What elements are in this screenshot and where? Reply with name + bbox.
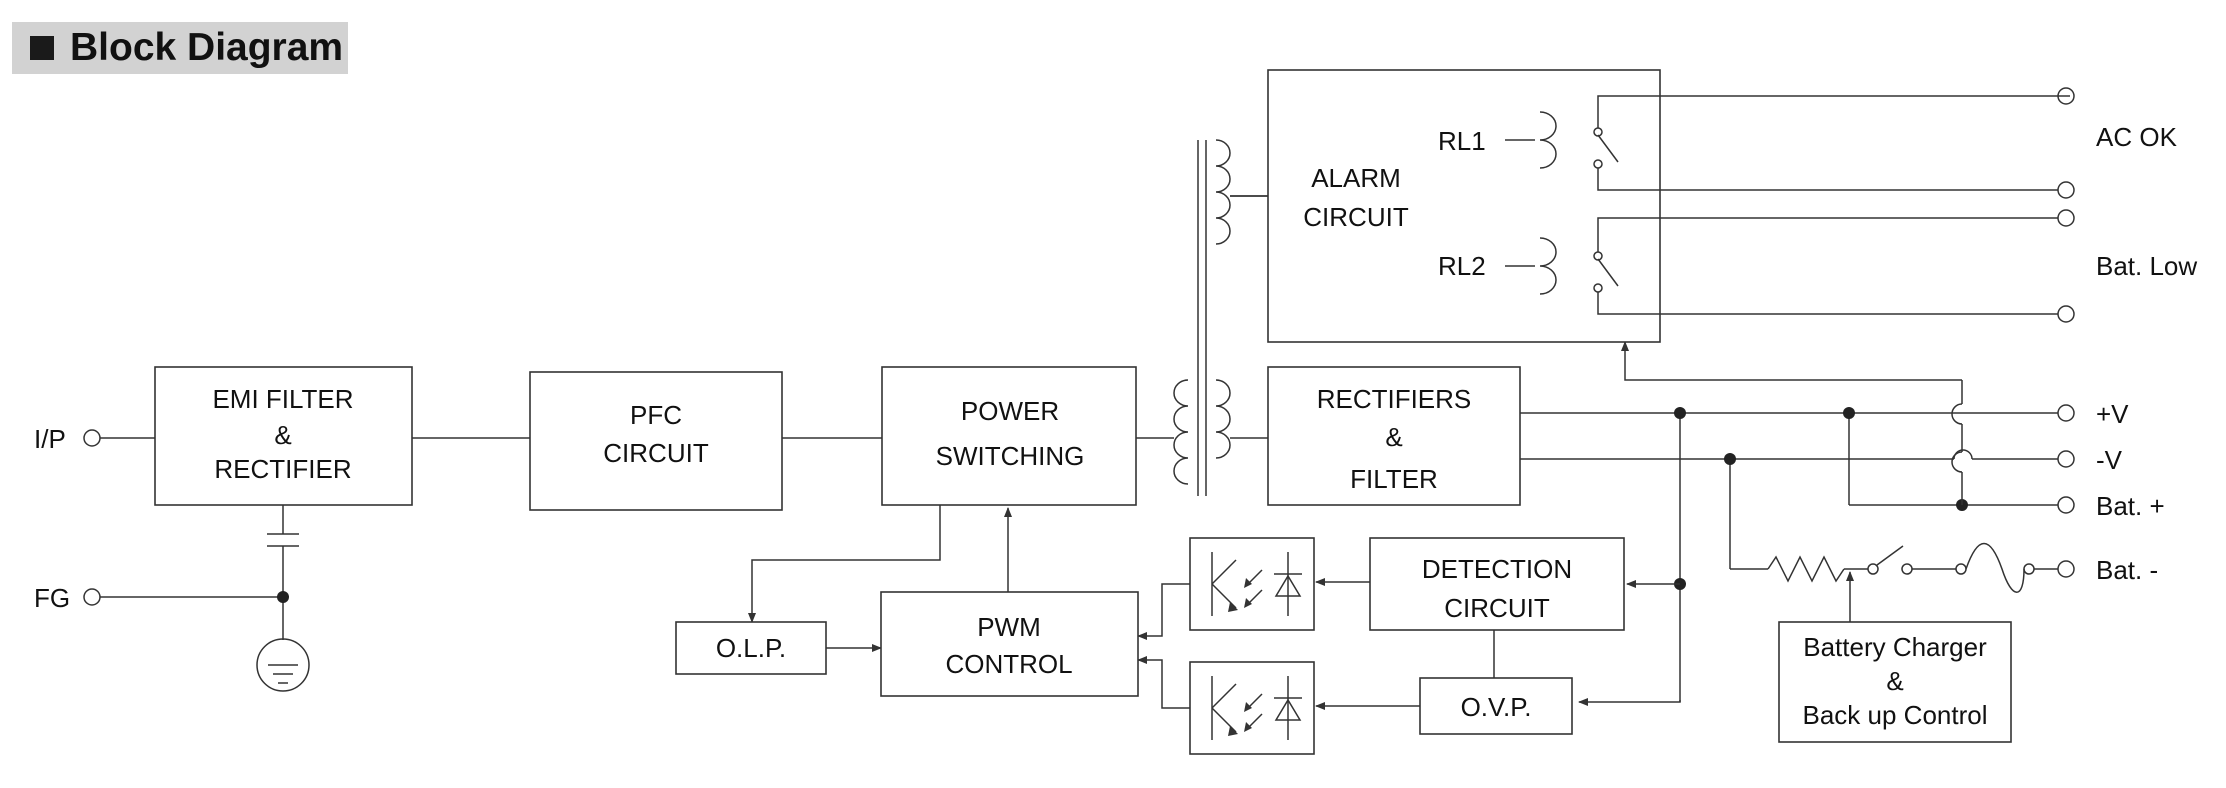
title-square-icon	[30, 36, 54, 60]
power-switching-block: POWER SWITCHING	[881, 366, 1137, 506]
olp-block: O.L.P.	[675, 621, 827, 675]
alarm-circuit-block: ALARM CIRCUIT RL1 RL2	[1267, 69, 1661, 343]
svg-text:PFC: PFC	[630, 400, 682, 430]
section-title: Block Diagram	[70, 26, 344, 69]
ovp-block: O.V.P.	[1419, 677, 1573, 735]
optocoupler-2	[1189, 661, 1315, 755]
pwm-control-block: PWM CONTROL	[880, 591, 1139, 697]
section-title-bar: Block Diagram	[12, 22, 348, 74]
svg-text:&: &	[274, 420, 291, 450]
label-ip: I/P	[34, 424, 66, 454]
terminal-bat-minus	[2057, 560, 2075, 578]
rectifiers-filter-block: RECTIFIERS & FILTER	[1267, 366, 1521, 506]
svg-text:SWITCHING: SWITCHING	[936, 441, 1085, 471]
svg-text:&: &	[1886, 666, 1903, 696]
emi-filter-block: EMI FILTER & RECTIFIER	[154, 366, 413, 506]
terminal-ip	[83, 429, 101, 447]
svg-text:EMI FILTER: EMI FILTER	[212, 384, 353, 414]
relay-rl2-label: RL2	[1438, 251, 1486, 281]
svg-text:CIRCUIT: CIRCUIT	[1303, 202, 1409, 232]
svg-text:ALARM: ALARM	[1311, 163, 1401, 193]
svg-text:Back up Control: Back up Control	[1803, 700, 1988, 730]
svg-text:DETECTION: DETECTION	[1422, 554, 1572, 584]
terminal-bat-plus	[2057, 496, 2075, 514]
terminal-bat-low-2	[2057, 305, 2075, 323]
svg-text:FILTER: FILTER	[1350, 464, 1438, 494]
terminal-ac-ok-1	[2057, 87, 2075, 105]
battery-charger-block: Battery Charger & Back up Control	[1778, 621, 2012, 743]
terminal-ac-ok-2	[2057, 181, 2075, 199]
svg-text:O.V.P.: O.V.P.	[1461, 692, 1532, 722]
svg-text:CONTROL: CONTROL	[945, 649, 1072, 679]
svg-text:RECTIFIER: RECTIFIER	[214, 454, 351, 484]
svg-text:RECTIFIERS: RECTIFIERS	[1317, 384, 1472, 414]
label-bat-plus: Bat. +	[2096, 491, 2165, 521]
pfc-circuit-block: PFC CIRCUIT	[529, 371, 783, 511]
svg-text:Battery Charger: Battery Charger	[1803, 632, 1987, 662]
svg-text:POWER: POWER	[961, 396, 1059, 426]
label-bat-low: Bat. Low	[2096, 251, 2197, 281]
label-fg: FG	[34, 583, 70, 613]
detection-circuit-block: DETECTION CIRCUIT	[1369, 537, 1625, 631]
relay-rl1-label: RL1	[1438, 126, 1486, 156]
label-ac-ok: AC OK	[2096, 122, 2178, 152]
terminals	[83, 87, 2075, 606]
label-minus-v: -V	[2096, 445, 2123, 475]
svg-text:PWM: PWM	[977, 612, 1041, 642]
relay-details	[1230, 95, 1660, 315]
terminal-bat-low-1	[2057, 209, 2075, 227]
optocoupler-1	[1189, 537, 1315, 631]
terminal-fg	[83, 588, 101, 606]
svg-text:CIRCUIT: CIRCUIT	[1444, 593, 1550, 623]
label-bat-minus: Bat. -	[2096, 555, 2158, 585]
terminal-plus-v	[2057, 404, 2075, 422]
svg-text:&: &	[1385, 422, 1402, 452]
label-plus-v: +V	[2096, 399, 2129, 429]
svg-text:O.L.P.: O.L.P.	[716, 633, 786, 663]
terminal-labels: I/P FG AC OK Bat. Low +V -V Bat. + Bat. …	[34, 122, 2197, 613]
svg-text:CIRCUIT: CIRCUIT	[603, 438, 709, 468]
terminal-minus-v	[2057, 450, 2075, 468]
